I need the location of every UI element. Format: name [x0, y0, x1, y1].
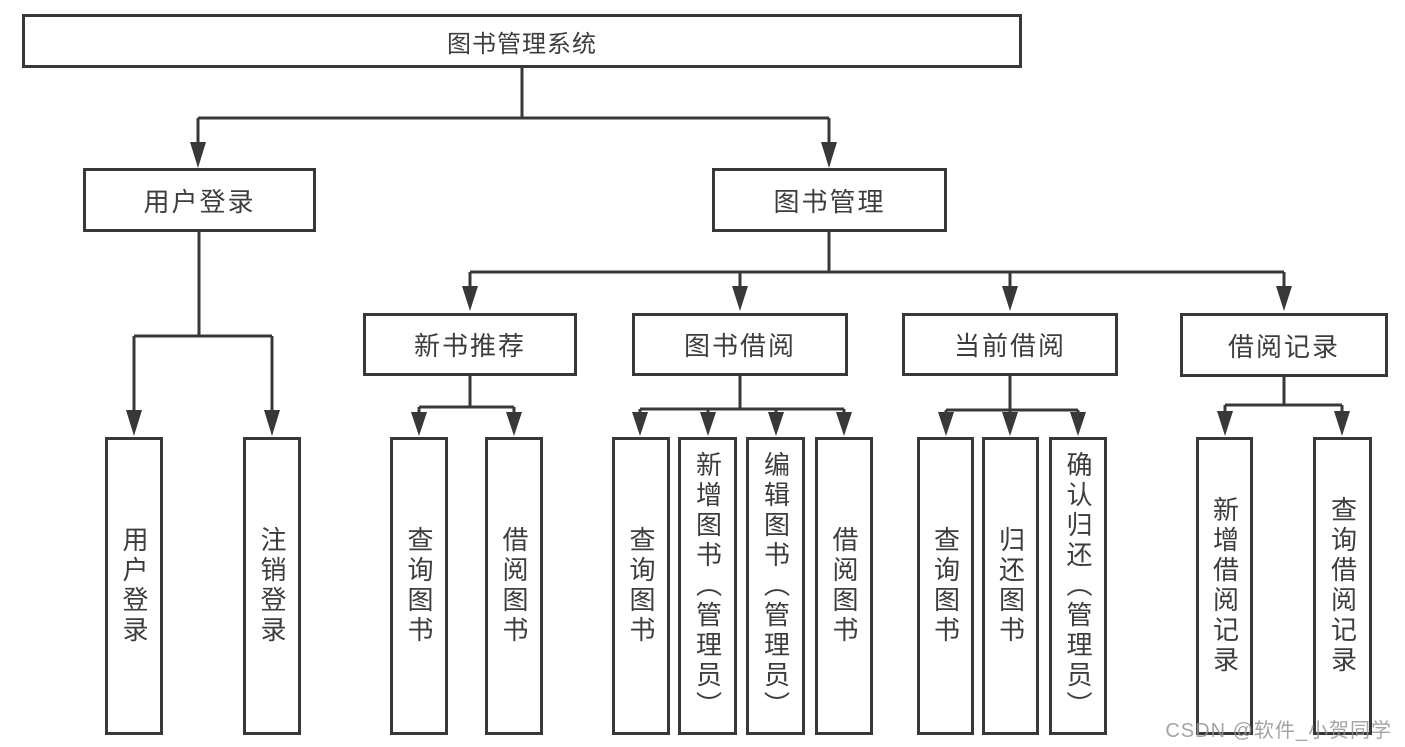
node-label: 当前借阅 [953, 331, 1066, 361]
leaf-return-book: 归还图书 [982, 437, 1039, 735]
node-label: 查询借阅记录 [1327, 496, 1358, 676]
leaf-add-book-admin: 新增图书（管理员） [678, 437, 737, 735]
connector-new-book-recommend-to-leaves [411, 376, 522, 436]
node-label: 图书管理系统 [447, 30, 597, 58]
node-label: 归还图书 [995, 526, 1026, 646]
node-label: 图书借阅 [683, 331, 796, 361]
node-label: 借阅图书 [499, 526, 529, 646]
node-borrow-records: 借阅记录 [1180, 313, 1388, 377]
node-label: 用户登录 [143, 186, 256, 217]
leaf-add-borrow-record: 新增借阅记录 [1196, 437, 1253, 735]
csdn-watermark: CSDN @软件_小贺同学 [1165, 720, 1392, 742]
node-library-management-system: 图书管理系统 [22, 14, 1022, 68]
leaf-query-book-current: 查询图书 [917, 437, 974, 735]
leaf-confirm-return-admin: 确认归还（管理员） [1049, 437, 1107, 735]
node-book-management: 图书管理 [712, 168, 947, 232]
connector-book-management-to-level3 [462, 232, 1292, 311]
node-label: 确认归还（管理员） [1063, 451, 1093, 721]
leaf-query-book-recommend: 查询图书 [390, 437, 448, 735]
node-label: 用户登录 [119, 526, 149, 646]
node-book-borrow: 图书借阅 [632, 313, 848, 376]
node-label: 借阅记录 [1227, 331, 1340, 362]
node-label: 编辑图书（管理员） [760, 451, 791, 721]
node-label: 查询图书 [404, 526, 434, 646]
leaf-user-login: 用户登录 [105, 437, 163, 735]
node-new-book-recommend: 新书推荐 [363, 313, 577, 376]
leaf-borrow-book-recommend: 借阅图书 [485, 437, 543, 735]
node-label: 图书管理 [773, 186, 886, 217]
connector-root-to-level2 [190, 68, 837, 168]
connector-borrow-records-to-leaves [1217, 377, 1350, 436]
node-label: 查询图书 [626, 526, 656, 646]
leaf-query-book-borrow: 查询图书 [612, 437, 670, 735]
node-label: 注销登录 [257, 526, 287, 646]
leaf-borrow-book: 借阅图书 [815, 437, 873, 735]
node-label: 新增借阅记录 [1209, 496, 1240, 676]
connector-book-borrow-to-leaves [632, 376, 852, 436]
node-label: 新增图书（管理员） [692, 451, 723, 721]
node-label: 借阅图书 [829, 526, 859, 646]
node-user-login: 用户登录 [83, 168, 316, 232]
node-current-borrow: 当前借阅 [902, 313, 1118, 376]
node-label: 新书推荐 [413, 331, 526, 361]
leaf-logout-login: 注销登录 [243, 437, 301, 735]
connector-user-login-to-leaves [126, 232, 280, 436]
connector-current-borrow-to-leaves [938, 376, 1086, 436]
leaf-edit-book-admin: 编辑图书（管理员） [746, 437, 805, 735]
leaf-query-borrow-record: 查询借阅记录 [1313, 437, 1372, 735]
node-label: 查询图书 [930, 526, 961, 646]
